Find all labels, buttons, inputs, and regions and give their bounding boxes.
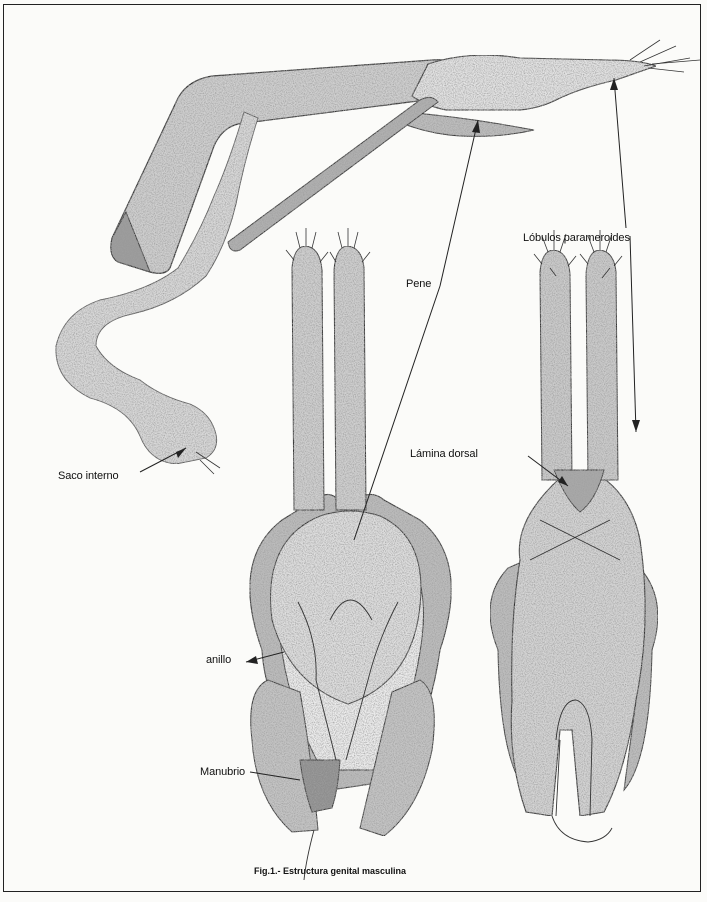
ventral-view (250, 246, 451, 836)
lobe-right-dorsal (586, 250, 618, 480)
arrowhead-anillo (246, 656, 258, 664)
figure-caption: Fig.1.- Estructura genital masculina (254, 866, 406, 876)
parameral-lobe-lateral (412, 55, 656, 110)
leader-lobulos-bottom (630, 236, 636, 432)
leader-lobulos-top (614, 78, 626, 228)
leader-pene (440, 120, 478, 286)
label-pene: Pene (406, 278, 431, 290)
lobe-left-ventral (292, 246, 324, 510)
label-saco-interno: Saco interno (58, 470, 119, 482)
arrowhead-lobulos-low (632, 420, 640, 432)
body-dorsal (511, 470, 645, 816)
label-lamina-dorsal: Lámina dorsal (410, 448, 478, 460)
penis-blade-lateral (404, 112, 534, 136)
label-anillo: anillo (206, 654, 231, 666)
lobe-left-dorsal (540, 250, 572, 480)
label-manubrio: Manubrio (200, 766, 245, 778)
lobe-right-ventral (334, 246, 366, 510)
label-lobulos-parameroides: Lóbulos parameroides (523, 232, 630, 244)
leader-pene-down (354, 286, 440, 540)
